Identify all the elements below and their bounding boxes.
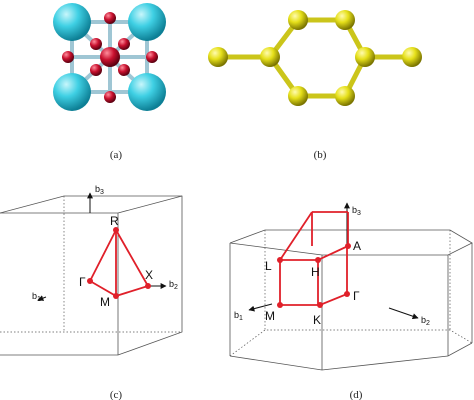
panel-c-point-x bbox=[145, 283, 151, 289]
panel-d-label-gamma: Γ bbox=[353, 289, 360, 303]
panel-d-label-a: A bbox=[353, 239, 361, 253]
panel-b-caption: (b) bbox=[314, 149, 327, 161]
panel-d-b2-label: b2 bbox=[421, 315, 430, 327]
panel-d-point-m bbox=[277, 302, 283, 308]
panel-c-caption: (c) bbox=[110, 389, 123, 400]
panel-a-cyan-atoms bbox=[53, 3, 166, 111]
panel-a-center-atom bbox=[100, 47, 120, 67]
panel-b-atoms bbox=[208, 10, 422, 106]
panel-d-b1-axis-arrow bbox=[248, 303, 273, 312]
panel-d-point-h bbox=[315, 257, 321, 263]
panel-d-b1-label: b1 bbox=[234, 310, 243, 322]
panel-b-bonds bbox=[215, 17, 415, 99]
panel-d-label-k: K bbox=[313, 313, 321, 327]
panel-b-molecule: (b) bbox=[208, 10, 422, 161]
panel-c-b1-axis-arrow bbox=[37, 295, 47, 301]
panel-c-label-r: R bbox=[110, 214, 119, 228]
panel-c-cubic-brillouin-zone: b3 b1 b2 R Γ X M (c) bbox=[0, 184, 183, 400]
panel-c-point-m bbox=[113, 293, 119, 299]
panel-d-point-l bbox=[277, 257, 283, 263]
panel-a-caption: (a) bbox=[110, 149, 123, 161]
panel-d-label-h: H bbox=[311, 265, 320, 279]
panel-c-b1-label: b1 bbox=[32, 291, 41, 303]
panel-d-caption: (d) bbox=[350, 389, 363, 400]
panel-d-point-k bbox=[317, 302, 323, 308]
panel-d-point-gamma bbox=[344, 291, 350, 297]
panel-d-label-m: M bbox=[265, 309, 275, 323]
panel-c-cube-frame bbox=[0, 195, 183, 356]
panel-d-k-path bbox=[279, 211, 349, 306]
panel-c-b2-label: b2 bbox=[169, 279, 178, 291]
panel-d-prism-frame bbox=[229, 229, 473, 371]
panel-d-label-l: L bbox=[265, 259, 272, 273]
panel-d-point-a bbox=[345, 243, 351, 249]
panel-c-high-symmetry-points bbox=[87, 227, 151, 299]
panel-a-crystal-structure: (a) bbox=[53, 3, 166, 161]
panel-c-label-gamma: Γ bbox=[79, 275, 86, 289]
panel-d-hexagonal-brillouin-zone: b3 b1 b2 A L H M K Γ (d) bbox=[229, 202, 473, 400]
panel-d-b2-axis-arrow bbox=[388, 307, 419, 320]
panel-c-point-gamma bbox=[87, 278, 93, 284]
panel-d-b3-label: b3 bbox=[352, 205, 361, 217]
panel-c-point-r bbox=[113, 227, 119, 233]
panel-d-high-symmetry-points bbox=[277, 243, 351, 308]
panel-c-label-m: M bbox=[100, 295, 110, 309]
panel-c-label-x: X bbox=[145, 268, 153, 282]
panel-a-red-atoms bbox=[62, 12, 158, 103]
panel-c-b3-label: b3 bbox=[95, 184, 104, 196]
panel-c-k-path bbox=[89, 228, 150, 297]
